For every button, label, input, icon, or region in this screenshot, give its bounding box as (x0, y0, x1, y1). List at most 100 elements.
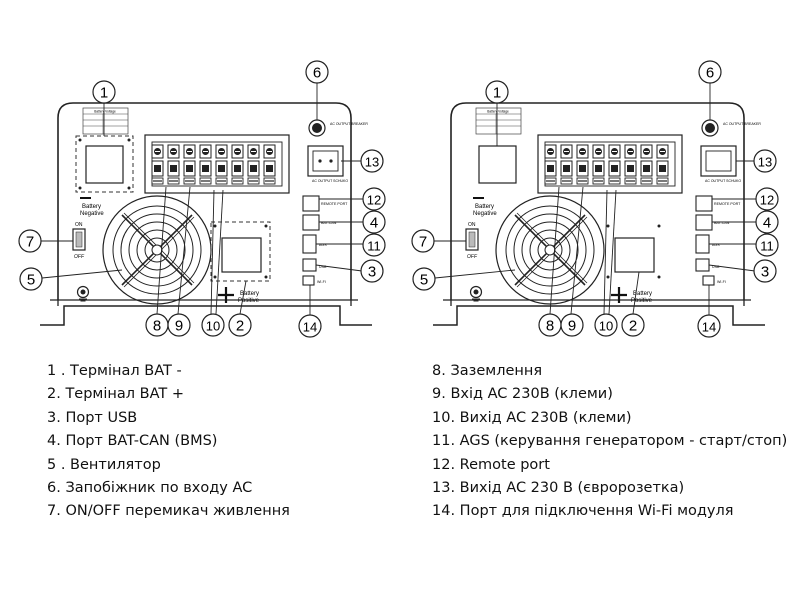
callout-4: 4 (362, 210, 386, 234)
legend-item: 7. ON/OFF перемикач живлення (47, 503, 290, 520)
callout-1: 1 (92, 80, 116, 104)
svg-text:11: 11 (367, 239, 381, 254)
svg-text:1: 1 (493, 85, 501, 102)
svg-text:BAT-CAN: BAT-CAN (714, 221, 730, 225)
switch-off-label: OFF (74, 254, 85, 260)
ac-terminal-block (537, 134, 683, 194)
svg-text:12: 12 (367, 193, 381, 208)
callout-13: 13 (753, 149, 777, 173)
svg-text:AC OUTPUT BREAKER: AC OUTPUT BREAKER (723, 122, 761, 126)
callout-6: 6 (698, 60, 722, 84)
battery-voltage-table: Battery Voltage (475, 107, 522, 135)
svg-text:2: 2 (629, 318, 637, 335)
legend-left: 1 . Термінал BAT - 2. Термінал BAT + 3. … (47, 360, 290, 524)
terminal-screw (167, 144, 180, 185)
port-bat-can: BAT-CAN (302, 214, 337, 231)
ground-terminal (469, 285, 483, 302)
chassis-outline (57, 102, 352, 300)
callout-12: 12 (362, 187, 386, 211)
legend-item: 13. Вихід AC 230 В (євророзетка) (432, 480, 685, 497)
terminal-screw (608, 144, 621, 185)
callout-4: 4 (755, 210, 779, 234)
legend-item: 6. Запобіжник по входу AC (47, 480, 253, 497)
svg-text:12: 12 (760, 193, 774, 208)
legend-item: 8. Заземлення (432, 363, 543, 379)
callout-5: 5 (412, 267, 436, 291)
leader-lines (41, 82, 364, 316)
terminal-screw (624, 144, 637, 185)
svg-text:USB: USB (712, 265, 720, 269)
svg-text:Battery: Battery (475, 204, 494, 210)
battery-positive-label: Battery (240, 291, 259, 297)
svg-text:4: 4 (763, 215, 771, 232)
svg-text:7: 7 (419, 234, 427, 251)
svg-text:3: 3 (368, 264, 376, 281)
svg-text:USB: USB (319, 265, 327, 269)
port-remote: REMOTE PORT (302, 195, 348, 212)
legend-item: 1 . Термінал BAT - (47, 363, 182, 379)
svg-text:13: 13 (758, 155, 772, 170)
ground-terminal (76, 285, 90, 302)
svg-text:REMOTE PORT: REMOTE PORT (714, 202, 741, 206)
svg-text:3: 3 (761, 264, 769, 281)
port-usb: USB (695, 258, 720, 272)
callout-1: 1 (485, 80, 509, 104)
mounting-foot-right (433, 305, 765, 326)
legend-item: 9. Вхід AC 230В (клеми) (432, 386, 613, 403)
svg-text:ON: ON (468, 222, 476, 228)
cooling-fan (495, 195, 605, 305)
battery-positive-terminal (614, 237, 655, 273)
callout-10: 10 (201, 313, 225, 337)
callout-12: 12 (755, 187, 779, 211)
panel-right: Battery Voltage Battery Negative (411, 60, 779, 338)
terminal-screw (560, 144, 573, 185)
port-remote: REMOTE PORT (695, 195, 741, 212)
svg-text:AGS: AGS (319, 243, 327, 247)
terminal-screw (592, 144, 605, 185)
schuko-outlet: AC OUTPUT SCHUKO (307, 145, 348, 183)
mounting-foot-left (40, 305, 372, 326)
callout-14: 14 (298, 314, 322, 338)
callout-3: 3 (753, 259, 777, 283)
callout-3: 3 (360, 259, 384, 283)
svg-text:8: 8 (546, 318, 554, 335)
legend-right: 8. Заземлення 9. Вхід AC 230В (клеми) 10… (432, 360, 787, 524)
svg-text:5: 5 (27, 272, 35, 289)
legend-item: 2. Термінал BAT + (47, 386, 184, 403)
schuko-outlet: AC OUTPUT SCHUKO (700, 145, 741, 183)
terminal-screw (656, 144, 669, 185)
svg-text:Negative: Negative (80, 211, 104, 217)
terminal-screw (199, 144, 212, 185)
legend-item: 12. Remote port (432, 456, 550, 473)
battery-negative-box (75, 135, 134, 193)
battery-negative-label: Battery (82, 204, 101, 210)
terminal-screw (247, 144, 260, 185)
callout-7: 7 (411, 229, 435, 253)
callouts: 1 6 13 12 4 11 3 7 5 8 9 10 2 14 (18, 60, 386, 338)
callout-8: 8 (538, 313, 562, 337)
battery-voltage-table: Battery Voltage (82, 107, 129, 135)
svg-text:1: 1 (100, 85, 108, 102)
svg-text:6: 6 (313, 65, 321, 82)
svg-text:AGS: AGS (712, 243, 720, 247)
cooling-fan (102, 195, 212, 305)
svg-text:AC OUTPUT SCHUKO: AC OUTPUT SCHUKO (312, 179, 348, 183)
svg-text:14: 14 (303, 320, 317, 335)
callout-13: 13 (360, 149, 384, 173)
svg-text:13: 13 (365, 155, 379, 170)
chassis-outline (450, 102, 745, 300)
leader-lines (434, 82, 757, 316)
callout-6: 6 (305, 60, 329, 84)
svg-text:WI-FI: WI-FI (317, 280, 326, 284)
svg-text:9: 9 (568, 318, 576, 335)
callouts: 1 6 13 12 4 11 3 7 5 8 9 10 2 14 (411, 60, 779, 338)
terminal-screw (544, 144, 557, 185)
svg-text:Battery: Battery (633, 291, 652, 297)
inverter-panels-diagram: Battery Voltage Battery Negative (18, 60, 779, 338)
legend-item: 3. Порт USB (47, 409, 138, 426)
svg-text:5: 5 (420, 272, 428, 289)
svg-text:9: 9 (175, 318, 183, 335)
port-bat-can: BAT-CAN (695, 214, 730, 231)
svg-text:10: 10 (206, 319, 220, 334)
terminal-screw (576, 144, 589, 185)
